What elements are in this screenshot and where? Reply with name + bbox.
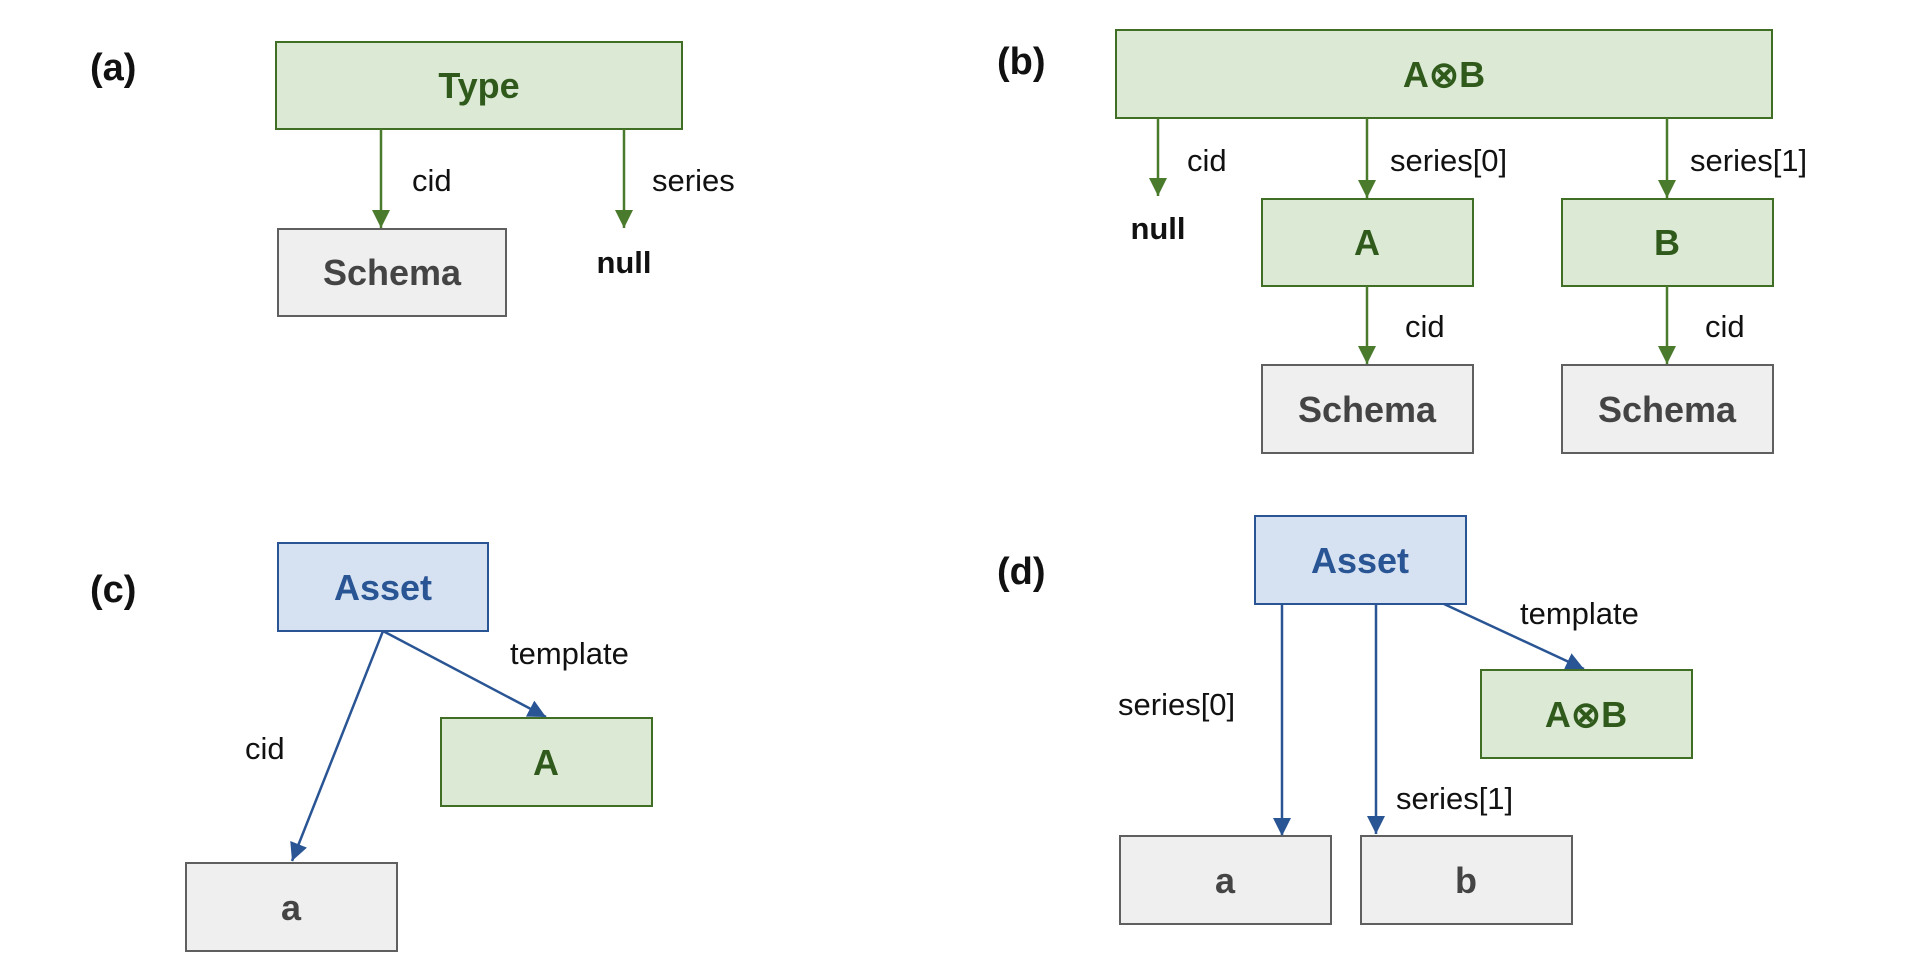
node-a-b-label: A (1354, 222, 1380, 263)
node-b-b-label: B (1654, 222, 1680, 263)
panel-c-label: (c) (90, 569, 136, 611)
template-node-c: A (440, 717, 653, 807)
null-value-a: null (596, 245, 651, 280)
asset-node-c-label: Asset (334, 567, 432, 608)
node-b-b: B (1561, 198, 1774, 287)
template-node-d-label: A⊗B (1545, 694, 1627, 735)
schema-node-b-b: Schema (1561, 364, 1774, 454)
schema-node-a: Schema (277, 228, 507, 317)
edge-d-template-label: template (1520, 596, 1639, 631)
asset-node-d-label: Asset (1311, 540, 1409, 581)
edge-c-template-label: template (510, 636, 629, 671)
null-value-b: null (1130, 211, 1185, 246)
edge-c-template (382, 629, 547, 719)
edge-b-series1-label: series[1] (1690, 143, 1807, 178)
panel-a: (a) Type cid series Schema null (90, 41, 735, 317)
edge-b-cid-label: cid (1187, 143, 1227, 178)
schema-node-b-a-label: Schema (1298, 389, 1437, 430)
series-node-b-d: b (1360, 835, 1573, 925)
panel-c: (c) Asset template cid A a (90, 542, 653, 952)
asset-node-c: Asset (277, 542, 489, 632)
product-node-b: A⊗B (1115, 29, 1773, 119)
edge-d-template (1443, 602, 1585, 671)
schema-node-a-label: Schema (323, 252, 462, 293)
edge-a-series-label: series (652, 163, 735, 198)
template-node-c-label: A (533, 742, 559, 783)
panel-d-label: (d) (997, 551, 1046, 593)
edge-c-cid-label: cid (245, 731, 285, 766)
schema-node-b-b-label: Schema (1598, 389, 1737, 430)
panel-d: (d) Asset template series[0] series[1] A… (997, 515, 1693, 925)
product-node-b-label: A⊗B (1403, 54, 1485, 95)
edge-c-cid (290, 630, 385, 862)
type-node: Type (275, 41, 683, 130)
template-node-d: A⊗B (1480, 669, 1693, 759)
edge-d-series1-label: series[1] (1396, 781, 1513, 816)
edge-b-a-cid-label: cid (1405, 309, 1445, 344)
schema-node-b-a: Schema (1261, 364, 1474, 454)
series-node-a-d-label: a (1215, 860, 1236, 901)
panel-a-label: (a) (90, 47, 136, 89)
cid-node-c-label: a (281, 887, 302, 928)
edge-a-cid-label: cid (412, 163, 452, 198)
edge-d-series0-label: series[0] (1118, 687, 1235, 722)
type-node-label: Type (438, 65, 519, 106)
node-a-b: A (1261, 198, 1474, 287)
panel-b-label: (b) (997, 41, 1046, 83)
edge-b-series0-label: series[0] (1390, 143, 1507, 178)
series-node-b-d-label: b (1455, 860, 1477, 901)
series-node-a-d: a (1119, 835, 1332, 925)
asset-node-d: Asset (1254, 515, 1467, 605)
panel-b: (b) A⊗B cid null series[0] series[1] A B… (997, 29, 1807, 454)
cid-node-c: a (185, 862, 398, 952)
edge-b-b-cid-label: cid (1705, 309, 1745, 344)
